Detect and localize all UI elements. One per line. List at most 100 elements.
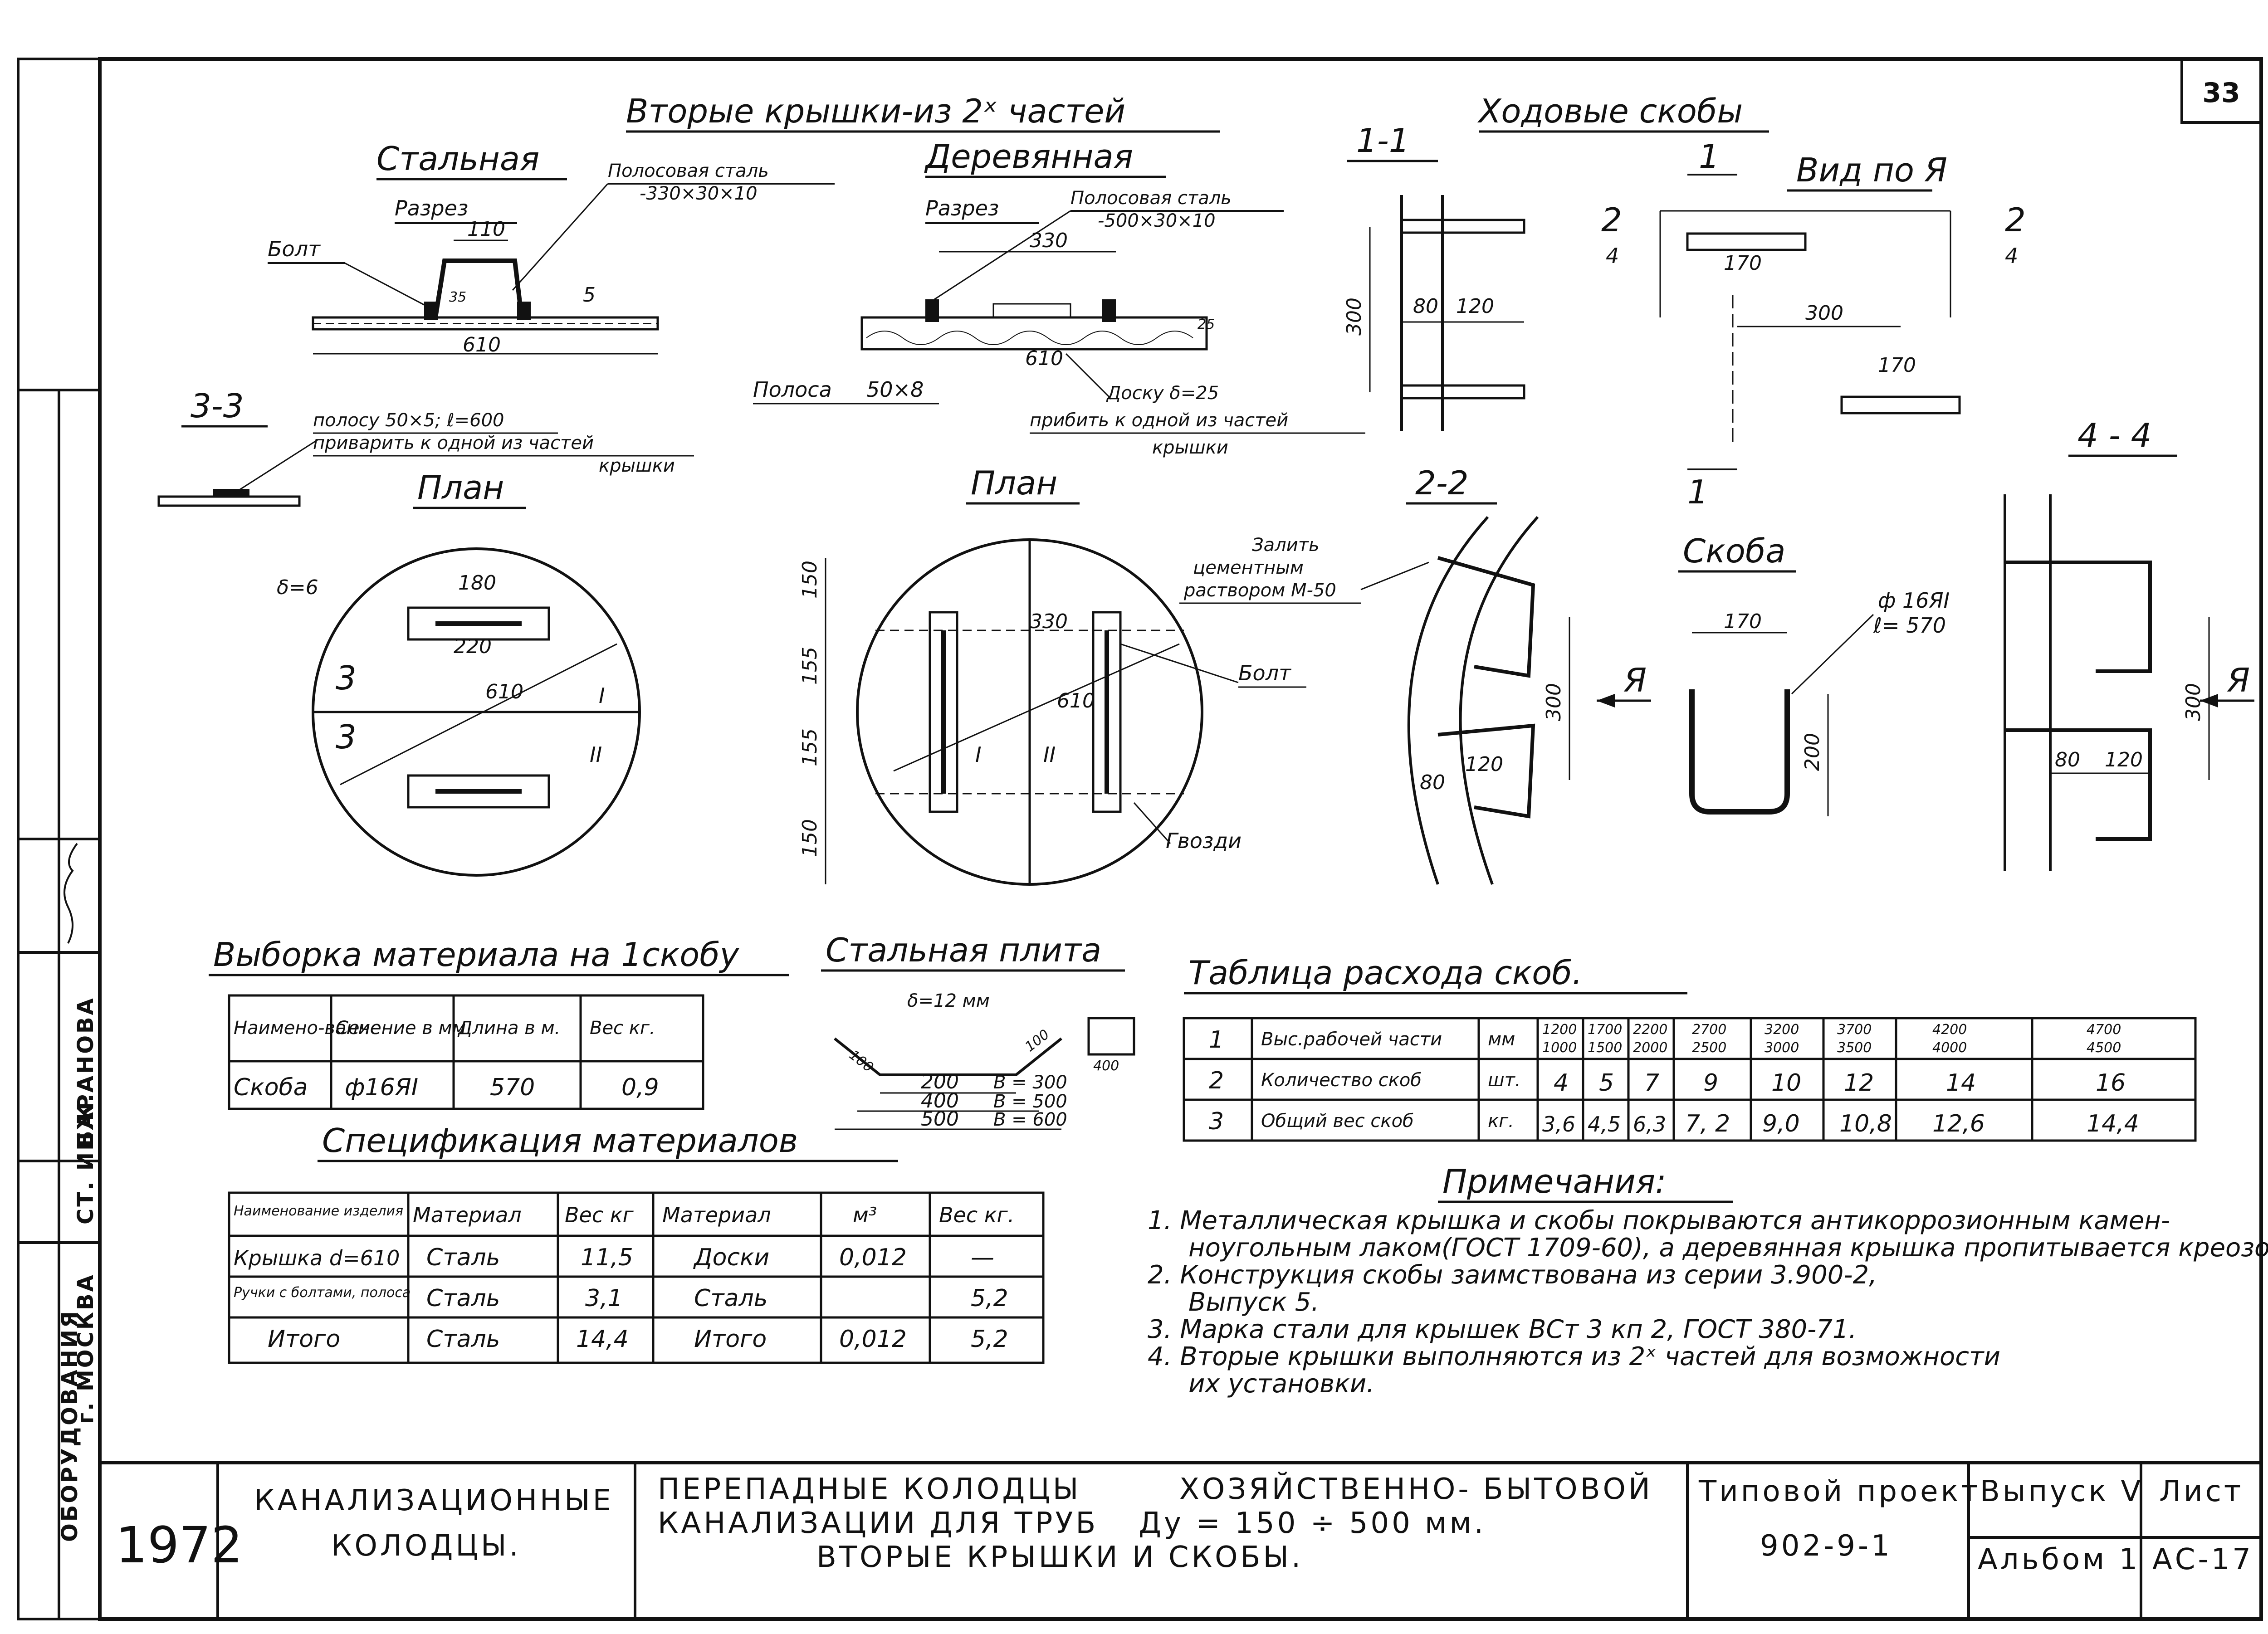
wooden-strip-label: Полосовая сталь bbox=[1070, 188, 1232, 209]
stamp-title-1: ПЕРЕПАДНЫЕ КОЛОДЦЫ bbox=[658, 1473, 1081, 1506]
spec-header-4: м³ bbox=[853, 1203, 877, 1227]
steel-plate-dim-400: 400 bbox=[921, 1089, 959, 1112]
wooden-board-1: Доску δ=25 bbox=[1106, 383, 1219, 404]
steps-4-4-dim-80: 80 bbox=[2055, 748, 2080, 771]
steps-2-2-dim-120: 120 bbox=[1465, 753, 1503, 776]
steps-fill-2: цементным bbox=[1193, 557, 1304, 578]
cons-r3-v2: 6,3 bbox=[1633, 1112, 1666, 1136]
cons-range-6b: 4000 bbox=[1932, 1040, 1967, 1056]
note-line-5: 4. Вторые крышки выполняются из 2ˣ часте… bbox=[1148, 1342, 2000, 1371]
mpb-header-name: Наимено-вание bbox=[234, 1018, 381, 1039]
steel-dim-5: 5 bbox=[583, 283, 596, 307]
steel-strip-size: -330×30×10 bbox=[640, 183, 758, 204]
steps-view-dim-170a: 170 bbox=[1724, 252, 1762, 275]
note-line-1: ноугольным лаком(ГОСТ 1709-60), а деревя… bbox=[1188, 1233, 2268, 1263]
cons-r3-v0: 3,6 bbox=[1542, 1112, 1575, 1136]
steel-plate-title: Стальная плита bbox=[826, 931, 1101, 969]
mpb-cell-name: Скоба bbox=[234, 1074, 308, 1101]
wooden-board-2: прибить к одной из частей bbox=[1030, 410, 1288, 431]
cons-r2-v7: 16 bbox=[2096, 1069, 2126, 1097]
cons-range-0a: 1200 bbox=[1542, 1022, 1577, 1038]
wooden-plan-dim-150b: 150 bbox=[798, 819, 821, 857]
stamp-title-1b: ХОЗЯЙСТВЕННО- БЫТОВОЙ bbox=[1179, 1472, 1653, 1506]
mpb-header-length: Длина в м. bbox=[457, 1018, 560, 1039]
wooden-board-3: крышки bbox=[1152, 437, 1228, 458]
steel-dim-110: 110 bbox=[467, 218, 505, 241]
steps-mark-a-right: Я bbox=[2227, 661, 2250, 699]
wooden-dim-25: 25 bbox=[1198, 317, 1215, 332]
section-3-3-note-3: крышки bbox=[599, 455, 675, 476]
wooden-strip-bottom-size: 50×8 bbox=[866, 377, 924, 402]
cons-range-5a: 3700 bbox=[1837, 1022, 1872, 1038]
steel-plan-dim-610: 610 bbox=[485, 680, 523, 703]
steps-cut-2-right: 2 bbox=[2005, 201, 2026, 239]
steel-plate-b500: В = 500 bbox=[993, 1091, 1067, 1112]
spec-r0-c0: Крышка d=610 bbox=[234, 1246, 400, 1270]
notes-title: Примечания: bbox=[1442, 1162, 1666, 1200]
spec-r0-c3: Доски bbox=[693, 1244, 769, 1271]
wooden-plan-dim-330: 330 bbox=[1030, 610, 1068, 633]
steps-section-2-2: 2-2 bbox=[1415, 464, 1469, 502]
mpb-header-weight: Вес кг. bbox=[590, 1018, 655, 1039]
section-3-3-note-2: приварить к одной из частей bbox=[313, 433, 594, 454]
cons-r3-v3: 7, 2 bbox=[1685, 1110, 1730, 1137]
stamp-title-2: КАНАЛИЗАЦИИ ДЛЯ ТРУБ bbox=[658, 1507, 1098, 1540]
steps-2-2-dim-80: 80 bbox=[1420, 771, 1445, 794]
spec-r0-c2: 11,5 bbox=[581, 1244, 633, 1271]
section-3-3-note-1: полосу 50×5; ℓ=600 bbox=[313, 410, 504, 431]
spec-r1-c2: 3,1 bbox=[585, 1285, 623, 1312]
steel-plate-dim-200: 200 bbox=[921, 1070, 959, 1093]
cons-range-3a: 2700 bbox=[1692, 1022, 1726, 1038]
steps-section-4-4: 4 - 4 bbox=[2077, 416, 2151, 454]
steps-bracket-title: Скоба bbox=[1683, 532, 1785, 570]
cons-r3-unit: кг. bbox=[1488, 1111, 1514, 1132]
steel-plate-delta: δ=12 мм bbox=[907, 990, 990, 1011]
steel-plan-cut-3b: 3 bbox=[336, 718, 357, 756]
steel-plate-dim-500: 500 bbox=[921, 1107, 959, 1131]
note-line-2: 2. Конструкция скобы заимствована из сер… bbox=[1148, 1260, 1877, 1290]
cons-r3-n: 3 bbox=[1209, 1108, 1224, 1135]
cons-range-5b: 3500 bbox=[1837, 1040, 1872, 1056]
spec-r2-c4: 0,012 bbox=[839, 1326, 907, 1353]
steps-view-a: Вид по Я bbox=[1796, 151, 1947, 189]
cons-r1-label: Выс.рабочей части bbox=[1261, 1029, 1442, 1050]
steel-plan-title: План bbox=[417, 468, 504, 507]
steel-dim-35: 35 bbox=[449, 289, 466, 305]
spec-r1-c3: Сталь bbox=[694, 1285, 767, 1312]
spec-r0-c4: 0,012 bbox=[839, 1244, 907, 1271]
steps-cut-1-top: 1 bbox=[1699, 137, 1720, 176]
wooden-plan-title: План bbox=[971, 464, 1057, 502]
spec-r1-c0: Ручки с болтами, полоса bbox=[234, 1285, 411, 1301]
wooden-strip-size: -500×30×10 bbox=[1098, 210, 1216, 231]
material-per-bracket-title: Выборка материала на 1скобу bbox=[213, 936, 740, 974]
cons-r3-v5: 10,8 bbox=[1839, 1110, 1892, 1137]
steel-plan-dim-220: 220 bbox=[454, 635, 492, 658]
steel-plan-delta: δ=6 bbox=[277, 576, 318, 599]
cons-range-7b: 4500 bbox=[2087, 1040, 2121, 1056]
stamp-title-2b: Ду = 150 ÷ 500 мм. bbox=[1139, 1507, 1486, 1540]
note-line-6: их установки. bbox=[1188, 1369, 1374, 1399]
mpb-cell-weight: 0,9 bbox=[621, 1074, 659, 1101]
cons-r3-v7: 14,4 bbox=[2087, 1110, 2139, 1137]
specification-title: Спецификация материалов bbox=[322, 1122, 798, 1160]
cons-r2-label: Количество скоб bbox=[1261, 1070, 1422, 1091]
spec-r2-c1: Сталь bbox=[426, 1326, 500, 1353]
cons-range-1b: 1500 bbox=[1588, 1040, 1622, 1056]
cons-range-3b: 2500 bbox=[1692, 1040, 1726, 1056]
signature-mark bbox=[64, 843, 78, 944]
spec-r1-c1: Сталь bbox=[426, 1285, 500, 1312]
wooden-plan-roman-2: II bbox=[1043, 742, 1056, 767]
spec-r2-c3: Итого bbox=[694, 1326, 767, 1353]
steps-bracket-rebar: ф 16ЯI bbox=[1878, 588, 1950, 613]
stamp-project-no: 902-9-1 bbox=[1760, 1529, 1892, 1563]
spec-header-5: Вес кг. bbox=[939, 1203, 1014, 1227]
section-3-3: 3-3 полосу 50×5; ℓ=600 приварить к одной… bbox=[157, 387, 694, 507]
steel-plan-cut-3a: 3 bbox=[336, 659, 357, 697]
stamp-issue-label: Выпуск V bbox=[1980, 1475, 2143, 1508]
outer-frame bbox=[17, 58, 2263, 1620]
wooden-dim-610: 610 bbox=[1025, 347, 1063, 370]
cons-range-6a: 4200 bbox=[1932, 1022, 1967, 1038]
wooden-plan-nails: Гвозди bbox=[1166, 829, 1242, 853]
cons-r2-v1: 5 bbox=[1599, 1069, 1614, 1097]
spec-header-3: Материал bbox=[662, 1203, 771, 1227]
